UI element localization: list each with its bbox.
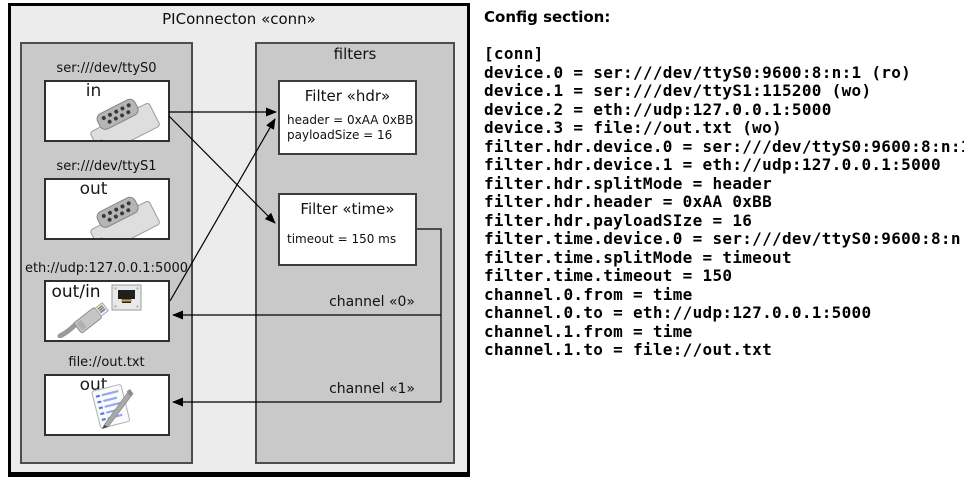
device-ser-ttys0: ser:///dev/ttyS0 in — [22, 60, 191, 142]
channel-0-label: channel «0» — [329, 294, 415, 310]
config-section: Config section: [conn] device.0 = ser://… — [484, 8, 964, 360]
notepad-icon — [91, 384, 134, 429]
filter-title: Filter «time» — [300, 200, 395, 218]
config-heading: Config section: — [484, 8, 611, 26]
devices-panel: ser:///dev/ttyS0 in — [20, 42, 193, 464]
device-eth-udp: eth://udp:127.0.0.1:5000 out/in — [22, 260, 191, 342]
ethernet-port-icon — [111, 284, 141, 311]
device-box-ttys0: in — [43, 80, 170, 142]
filter-attr: header = 0xAA 0xBB — [287, 113, 414, 127]
config-line: filter.hdr.payloadSIze = 16 — [484, 210, 753, 230]
config-line: channel.0.to = eth://udp:127.0.0.1:5000 — [484, 303, 872, 322]
config-line: device.1 = ser:///dev/ttyS1:115200 (wo) — [484, 81, 872, 100]
filter-attr: timeout = 150 ms — [287, 232, 397, 246]
config-line: filter.time.device.0 = ser:///dev/ttyS0:… — [484, 229, 964, 248]
device-ser-ttys1: ser:///dev/ttyS1 out — [22, 158, 191, 240]
config-line: filter.time.splitMode = timeout — [484, 247, 792, 267]
device-url-label: ser:///dev/ttyS1 — [56, 159, 157, 174]
filters-panel-label: filters — [333, 45, 377, 63]
filter-attributes: header = 0xAA 0xBB payloadSize = 16 — [287, 113, 415, 143]
device-url-label: ser:///dev/ttyS0 — [56, 61, 157, 76]
diagram-title: PIConnecton «conn» — [162, 10, 316, 28]
config-line: filter.hdr.device.1 = eth://udp:127.0.0.… — [484, 155, 941, 174]
io-direction-label: out — [79, 179, 108, 199]
device-url-label: eth://udp:127.0.0.1:5000 — [24, 261, 189, 276]
device-box-file: out — [43, 374, 170, 436]
config-line: channel.1.to = file://out.txt — [484, 340, 773, 359]
config-line: channel.1.from = time — [484, 321, 693, 341]
serial-connector-icon — [89, 196, 160, 238]
config-lines: [conn] device.0 = ser:///dev/ttyS0:9600:… — [484, 44, 964, 360]
device-box-ttys1: out — [43, 178, 170, 240]
config-line: filter.hdr.device.0 = ser:///dev/ttyS0:9… — [484, 136, 964, 156]
config-line: [conn] — [484, 44, 544, 63]
pencil-glyph — [101, 389, 134, 429]
serial-connector-icon — [89, 98, 160, 140]
config-line: device.2 = eth://udp:127.0.0.1:5000 — [484, 99, 832, 119]
filter-time-box: Filter «time» timeout = 150 ms — [278, 193, 417, 266]
device-box-eth: out/in — [43, 280, 170, 342]
filter-hdr-box: Filter «hdr» header = 0xAA 0xBB payloadS… — [278, 80, 417, 155]
config-line: channel.0.from = time — [484, 284, 693, 304]
config-line: filter.hdr.header = 0xAA 0xBB — [484, 192, 773, 211]
config-line: device.0 = ser:///dev/ttyS0:9600:8:n:1 (… — [484, 62, 912, 82]
config-line: filter.time.timeout = 150 — [484, 266, 733, 285]
io-direction-label: in — [85, 81, 102, 101]
filter-attributes: timeout = 150 ms — [287, 232, 415, 247]
piconnecton-diagram: PIConnecton «conn» ser:///dev/ttyS0 in — [8, 3, 470, 477]
filter-attr: payloadSize = 16 — [287, 128, 393, 142]
config-line: device.3 = file://out.txt (wo) — [484, 118, 782, 137]
channel-1-label: channel «1» — [329, 381, 415, 397]
io-direction-label: out/in — [51, 282, 101, 302]
device-file-out: file://out.txt out — [22, 354, 191, 436]
filter-title: Filter «hdr» — [304, 87, 391, 105]
ethernet-cable-icon — [57, 302, 109, 338]
config-line: filter.hdr.splitMode = header — [484, 173, 773, 193]
device-url-label: file://out.txt — [68, 355, 145, 370]
filters-panel: filters Filter «hdr» header = 0xAA 0xBB … — [255, 42, 455, 464]
